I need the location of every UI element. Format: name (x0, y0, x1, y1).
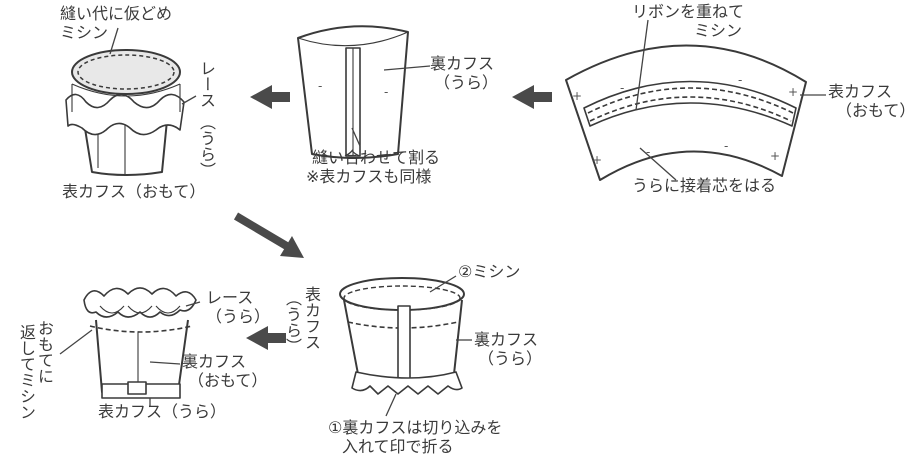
arrow-step1-to-2 (512, 85, 552, 109)
label-inner-front-line1: 裏カフス (182, 352, 247, 371)
label-baste: 縫い代に仮どめ ミシン (60, 4, 172, 42)
label-outer-cuff: 表カフス （おもて） (828, 82, 914, 120)
label-inner-cuff-line1: 裏カフス (430, 54, 495, 73)
label-ribbon-stitch: リボンを重ねて ミシン (628, 2, 748, 40)
label-stitch2: ②ミシン (458, 262, 521, 281)
svg-text:-: - (620, 81, 624, 95)
cuff-cylinder: - - (297, 25, 409, 159)
leader-lace (181, 95, 197, 105)
leader-inner-cuff-front (149, 361, 181, 365)
label-inner-cuff: 裏カフス （うら） (430, 54, 498, 92)
label-outer-cuff-back: 表カフス（うら） (98, 402, 227, 421)
label-interfacing: うらに接着芯をはる (632, 176, 777, 195)
svg-text:-: - (384, 85, 388, 99)
leader-ribbon (635, 19, 649, 111)
label-ribbon-line1: リボンを重ねて (631, 2, 744, 21)
label-fold-line1: ①裏カフスは切り込みを (328, 418, 503, 437)
label-seam-line1: 縫い合わせて割る (312, 148, 441, 167)
label-fold-note: ①裏カフスは切り込みを 入れて印で折る (328, 418, 502, 456)
label-seam-line2: ※表カフスも同様 (306, 167, 432, 186)
label-lace2-line1: レース (206, 288, 254, 307)
label-lace: レース (197, 60, 216, 108)
leader-stitch2 (429, 275, 457, 293)
leader-interfacing (639, 147, 677, 181)
arrow-step2-to-3 (250, 85, 290, 109)
double-cuff (339, 277, 465, 395)
label-outer-cuff-back-v1: 表カフス (302, 286, 321, 350)
label-inner-cuff2-line1: 裏カフス (474, 330, 539, 349)
label-fold-line2: 入れて印で折る (342, 437, 454, 456)
cuff-with-lace (65, 49, 185, 176)
label-turn-stitch-v2: 返してミシン (17, 324, 36, 420)
label-lace2-line2: （うら） (206, 307, 271, 326)
finished-cuff (83, 287, 197, 399)
label-baste-line1: 縫い代に仮どめ (60, 4, 173, 23)
label-outer-cuff-line1: 表カフス (828, 82, 893, 101)
arrow-step4-to-5 (246, 326, 286, 350)
label-inner-front-line2: （おもて） (188, 371, 268, 390)
cuff-flat-piece: + + + + - - - - (565, 44, 807, 181)
leader-baste (109, 27, 119, 55)
label-inner-cuff-line2: （うら） (434, 73, 499, 92)
label-outer-cuff-back-v2: （うら） (283, 290, 302, 354)
svg-text:+: + (592, 153, 602, 167)
leader-lace-2 (185, 301, 201, 307)
label-inner-cuff-2: 裏カフス （うら） (474, 330, 542, 368)
label-seam-note: 縫い合わせて割る ※表カフスも同様 (306, 148, 440, 186)
label-outer-cuff-front: 表カフス（おもて） (62, 182, 206, 201)
label-turn-stitch-v1: おもてに (35, 320, 54, 384)
svg-text:-: - (738, 73, 742, 87)
label-inner-cuff-front: 裏カフス （おもて） (182, 352, 267, 390)
leader-turn (59, 329, 93, 355)
label-lace-side: （うら） (197, 114, 216, 178)
leader-fold (385, 393, 397, 417)
label-ribbon-line2: ミシン (693, 21, 742, 40)
label-outer-cuff-line2: （おもて） (836, 101, 914, 120)
label-baste-line2: ミシン (60, 23, 109, 42)
svg-text:+: + (788, 85, 798, 99)
svg-text:-: - (646, 145, 650, 159)
svg-text:+: + (572, 89, 582, 103)
leader-seam (351, 127, 361, 147)
label-inner-cuff2-line2: （うら） (478, 349, 543, 368)
label-lace-2: レース （うら） (206, 288, 270, 326)
leader-inner-cuff (383, 65, 431, 71)
arrow-step3-to-4 (233, 212, 304, 258)
svg-text:+: + (770, 149, 780, 163)
svg-text:-: - (318, 79, 322, 93)
svg-text:-: - (724, 139, 728, 153)
